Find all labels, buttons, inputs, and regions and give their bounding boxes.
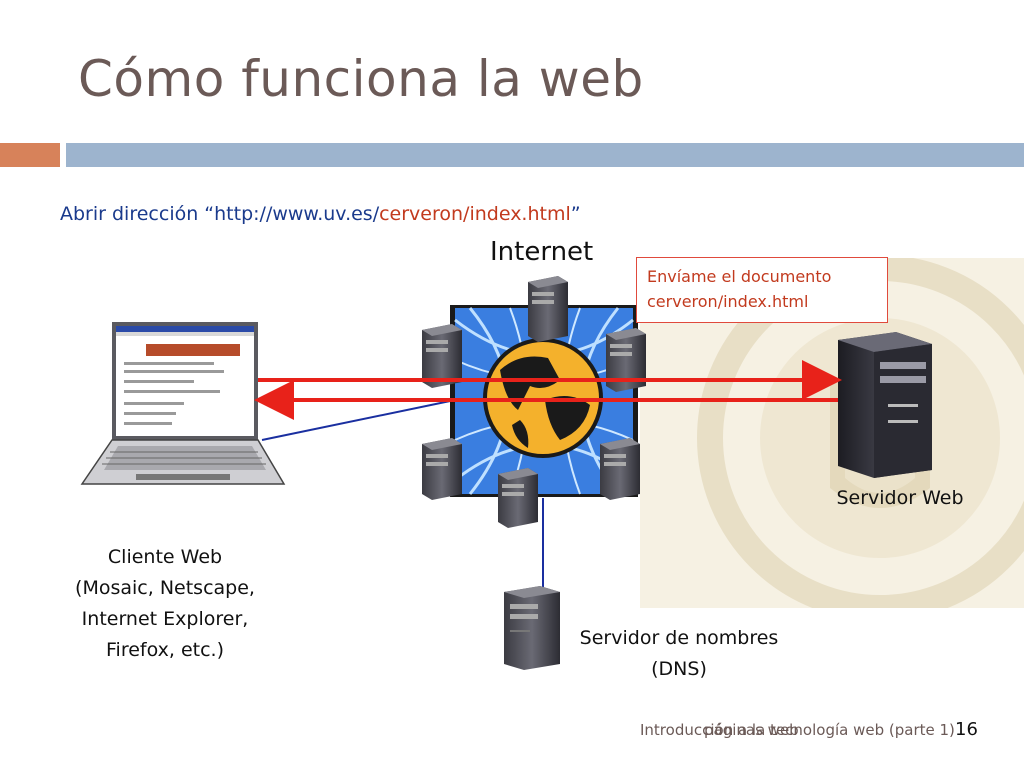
internet-label: Internet (490, 237, 594, 267)
header-accent-blue (66, 143, 1024, 167)
callout-line-2: cerveron/index.html (647, 292, 809, 311)
footer-text: Introducción a la tecnología web (parte … (640, 721, 955, 739)
client-label-line: (Mosaic, Netscape, (75, 577, 255, 599)
dns-label-line: (DNS) (651, 658, 707, 680)
client-label-line: Internet Explorer, (81, 608, 249, 630)
server-tower-icon (498, 468, 538, 528)
server-tower-icon (600, 438, 640, 500)
url-prefix: Abrir dirección “http://www.uv.es/ (60, 203, 380, 225)
dns-server-icon (504, 586, 560, 670)
laptop-client-icon (80, 322, 286, 485)
server-label: Servidor Web (836, 487, 964, 509)
page-number: 16 (955, 719, 978, 740)
web-server-icon (838, 332, 932, 478)
client-label: Cliente Web (Mosaic, Netscape, Internet … (56, 542, 274, 666)
url-suffix: ” (570, 203, 581, 225)
client-link-line (261, 399, 456, 441)
url-instruction: Abrir dirección “http://www.uv.es/cerver… (60, 203, 581, 225)
server-tower-icon (422, 324, 462, 388)
url-path: cerveron/index.html (379, 203, 571, 225)
server-tower-icon (606, 328, 646, 392)
request-callout: Envíame el documento cerveron/index.html (636, 257, 888, 323)
client-label-line: Firefox, etc.) (106, 639, 224, 661)
footer-overlap-text: páginas web (704, 721, 799, 739)
header-accent-orange (0, 143, 60, 167)
dns-label-line: Servidor de nombres (579, 627, 779, 649)
server-tower-icon (422, 438, 462, 500)
callout-line-1: Envíame el documento (647, 267, 832, 286)
page-title: Cómo funciona la web (78, 50, 644, 108)
dns-label: Servidor de nombres (DNS) (568, 623, 790, 685)
client-label-line: Cliente Web (107, 546, 223, 568)
server-tower-icon (528, 276, 568, 342)
